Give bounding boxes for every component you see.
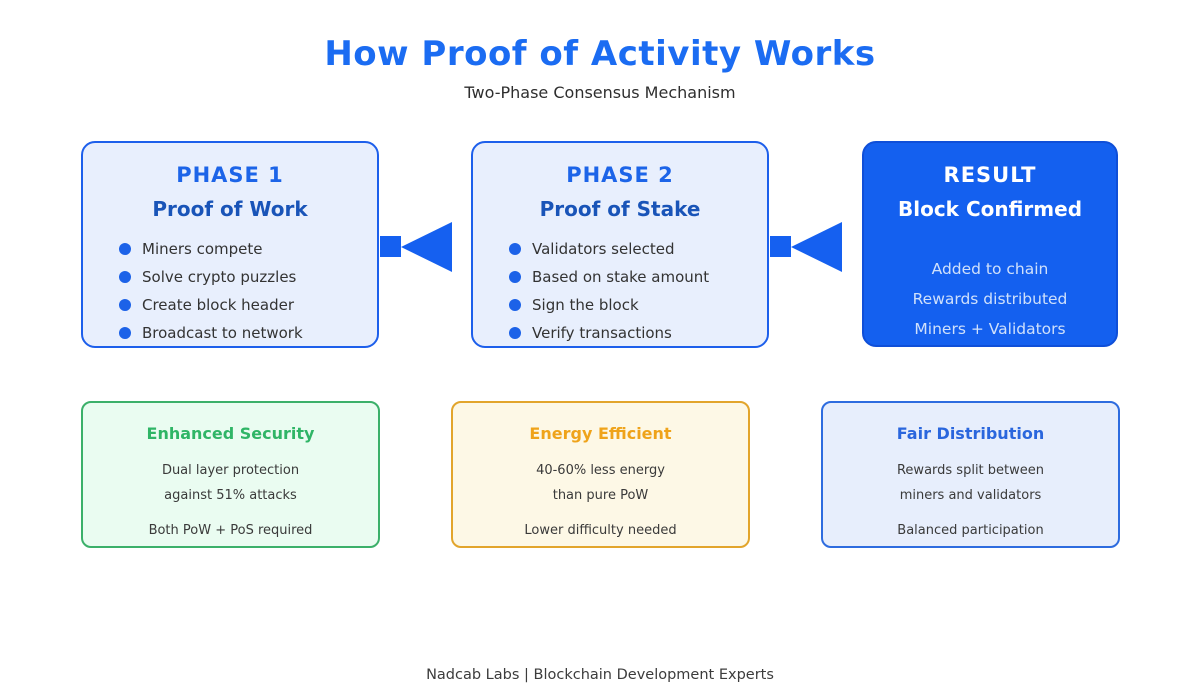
benefit-line: miners and validators (899, 488, 1042, 503)
benefit-line: Balanced participation (897, 523, 1044, 538)
benefit-line: 40-60% less energy (536, 463, 665, 478)
benefit-card-security: Enhanced Security Dual layer protection … (81, 401, 380, 548)
arrow-left-stub-icon (770, 236, 791, 257)
benefit-lines: 40-60% less energy than pure PoW Lower d… (453, 458, 748, 543)
list-item-label: Broadcast to network (142, 324, 303, 342)
list-item: Validators selected (509, 235, 767, 263)
benefit-line: Dual layer protection (161, 463, 300, 478)
phase2-subtitle: Proof of Stake (539, 197, 701, 221)
phase1-list: Miners compete Solve crypto puzzles Crea… (83, 235, 377, 347)
list-item-label: Validators selected (532, 240, 675, 258)
bullet-dot-icon (119, 243, 131, 255)
page-subtitle: Two-Phase Consensus Mechanism (464, 83, 736, 102)
list-item: Based on stake amount (509, 263, 767, 291)
phase1-title: PHASE 1 (176, 163, 284, 187)
benefit-lines: Rewards split between miners and validat… (823, 458, 1118, 543)
list-item-label: Create block header (142, 296, 295, 314)
phase2-title: PHASE 2 (566, 163, 674, 187)
list-item-label: Verify transactions (532, 324, 672, 342)
bullet-dot-icon (509, 299, 521, 311)
benefit-title: Fair Distribution (896, 424, 1045, 443)
benefit-line: than pure PoW (552, 488, 649, 503)
phase1-subtitle: Proof of Work (152, 197, 308, 221)
list-item: Verify transactions (509, 319, 767, 347)
result-subtitle: Block Confirmed (897, 197, 1083, 221)
phase2-box: PHASE 2 Proof of Stake Validators select… (471, 141, 769, 348)
list-item-label: Sign the block (532, 296, 639, 314)
bullet-dot-icon (509, 327, 521, 339)
footer-credit: Nadcab Labs | Blockchain Development Exp… (426, 667, 774, 683)
list-item-label: Solve crypto puzzles (142, 268, 297, 286)
benefit-title: Energy Efficient (529, 424, 672, 443)
result-lines: Added to chain Rewards distributed Miner… (864, 254, 1116, 344)
bullet-dot-icon (509, 271, 521, 283)
arrow-left-stub-icon (380, 236, 401, 257)
list-item: Miners compete (119, 235, 377, 263)
result-title: RESULT (943, 163, 1037, 187)
result-line: Miners + Validators (914, 320, 1066, 338)
benefit-line: against 51% attacks (164, 488, 297, 503)
result-line: Added to chain (931, 260, 1049, 278)
benefit-line: Both PoW + PoS required (148, 523, 313, 538)
list-item: Solve crypto puzzles (119, 263, 377, 291)
benefit-title: Enhanced Security (146, 424, 315, 443)
phase1-box: PHASE 1 Proof of Work Miners compete Sol… (81, 141, 379, 348)
benefit-lines: Dual layer protection against 51% attack… (83, 458, 378, 543)
benefit-line: Rewards split between (896, 463, 1044, 478)
list-item-label: Based on stake amount (532, 268, 710, 286)
bullet-dot-icon (119, 327, 131, 339)
list-item: Sign the block (509, 291, 767, 319)
list-item: Broadcast to network (119, 319, 377, 347)
benefit-card-fair-distribution: Fair Distribution Rewards split between … (821, 401, 1120, 548)
list-item-label: Miners compete (142, 240, 263, 258)
result-line: Rewards distributed (912, 290, 1068, 308)
bullet-dot-icon (509, 243, 521, 255)
bullet-dot-icon (119, 271, 131, 283)
benefit-card-energy: Energy Efficient 40-60% less energy than… (451, 401, 750, 548)
result-box: RESULT Block Confirmed Added to chain Re… (862, 141, 1118, 347)
bullet-dot-icon (119, 299, 131, 311)
page-title: How Proof of Activity Works (324, 34, 876, 74)
benefit-line: Lower difficulty needed (524, 523, 677, 538)
arrow-left-icon (791, 222, 842, 272)
arrow-left-icon (401, 222, 452, 272)
phase2-list: Validators selected Based on stake amoun… (473, 235, 767, 347)
list-item: Create block header (119, 291, 377, 319)
